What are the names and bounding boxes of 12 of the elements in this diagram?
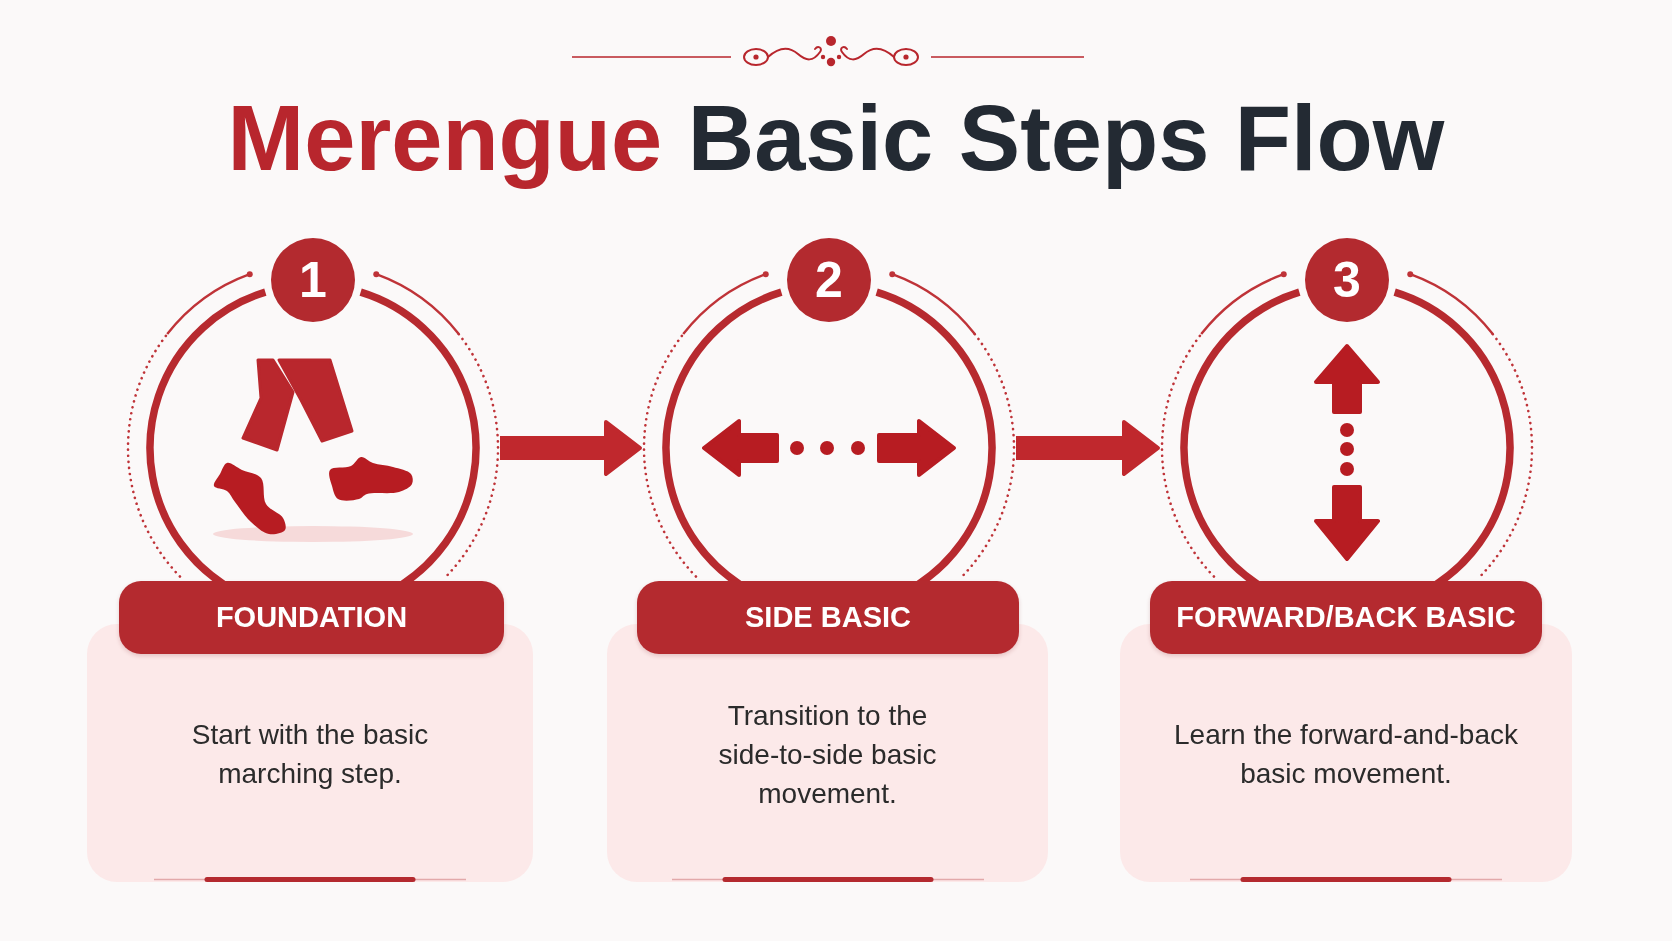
step-description: Transition to the side-to-side basic movement. — [717, 698, 938, 811]
step-description: Learn the forward-and-back basic movement. — [1173, 718, 1519, 791]
step-title-banner: FORWARD/BACK BASIC — [1150, 581, 1542, 654]
step-title-banner: SIDE BASIC — [637, 581, 1019, 654]
step-title-banner: FOUNDATION — [119, 581, 504, 654]
step-number-badge: 1 — [271, 238, 355, 322]
step-number-badge: 2 — [787, 238, 871, 322]
arrow — [500, 420, 642, 476]
diagram-title: Merengue Basic Steps Flow — [227, 88, 1445, 190]
arrow — [1016, 420, 1160, 476]
step-description: Start with the basic marching step. — [190, 718, 430, 791]
step-number-badge: 3 — [1305, 238, 1389, 322]
